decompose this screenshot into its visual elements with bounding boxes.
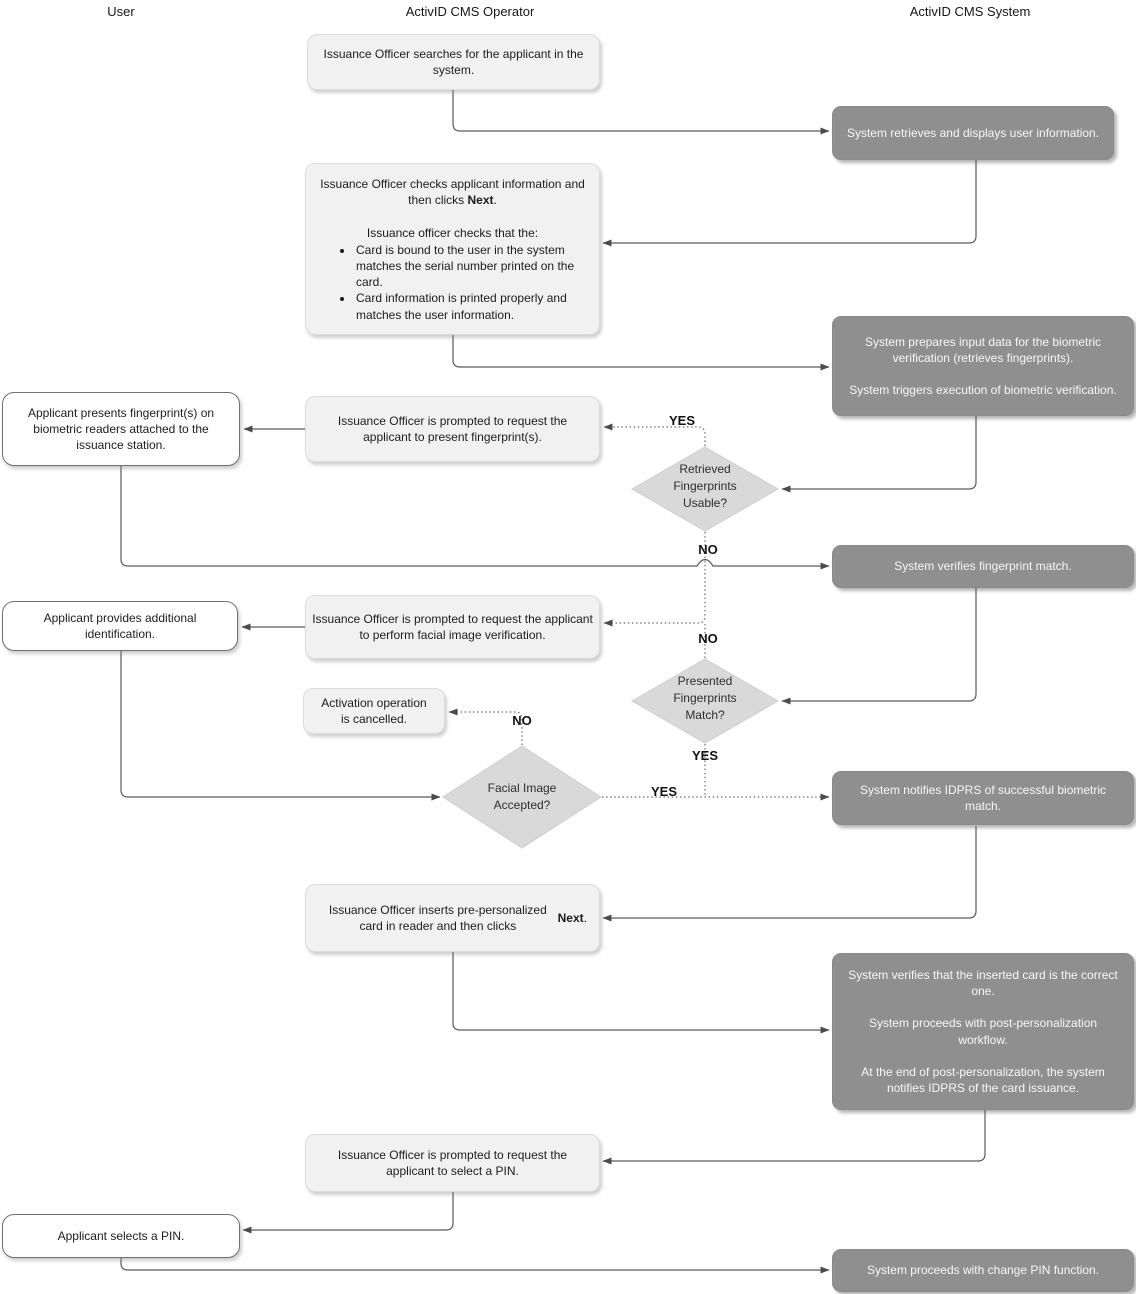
op-check-bullet: Card information is printed properly and… [354, 290, 581, 322]
node-sys-change-pin: System proceeds with change PIN function… [832, 1249, 1134, 1292]
connector-facial-no [448, 708, 523, 745]
decision-facial-accepted-label: Facial Image Accepted? [487, 781, 557, 812]
op-check-para1: Issuance Officer checks applicant inform… [320, 177, 585, 208]
node-op-search: Issuance Officer searches for the applic… [307, 34, 600, 90]
connector-select-pin-to-change-pin [120, 1258, 830, 1274]
node-op-prompt-facial: Issuance Officer is prompted to request … [305, 595, 600, 659]
edge-label-retrieved-yes: YES [668, 413, 695, 428]
node-op-prompt-fingerprint: Issuance Officer is prompted to request … [305, 396, 600, 462]
sys-prepare-para2: System triggers execution of biometric v… [849, 383, 1117, 398]
lane-header-system: ActivID CMS System [909, 4, 1031, 19]
decision-presented-match-label: Presented Fingerprints Match? [673, 674, 737, 722]
node-user-fingerprint: Applicant presents fingerprint(s) on bio… [2, 392, 240, 466]
connector-fingerprint-to-verify-match [120, 466, 830, 570]
node-sys-postperso: System verifies that the inserted card i… [832, 953, 1134, 1110]
node-op-check: Issuance Officer checks applicant inform… [305, 163, 600, 335]
connector-postperso-to-prompt-pin [602, 1110, 986, 1165]
lane-header-user: User [107, 4, 135, 19]
connector-additional-id-to-facial-accepted [120, 651, 441, 801]
connector-notify-to-insert-card [602, 826, 977, 922]
node-sys-retrieve: System retrieves and displays user infor… [832, 106, 1114, 160]
connector-verify-to-presented-match [781, 588, 977, 705]
decision-retrieved-usable [630, 446, 780, 532]
connector-insert-card-to-postperso [452, 952, 830, 1034]
node-sys-notify-idprs: System notifies IDPRS of successful biom… [832, 771, 1134, 825]
decision-facial-accepted [442, 745, 602, 849]
edge-label-facial-yes: YES [650, 784, 677, 799]
node-op-insert-card: Issuance Officer inserts pre-personalize… [305, 884, 600, 952]
decision-presented-match [630, 658, 780, 744]
sys-postperso-para1: System verifies that the inserted card i… [848, 968, 1118, 999]
sys-postperso-para3: At the end of post-personalization, the … [861, 1064, 1105, 1095]
edge-label-presented-yes: YES [691, 748, 718, 763]
connector-retrieved-no [603, 532, 706, 627]
node-sys-verify-match: System verifies fingerprint match. [832, 545, 1134, 588]
node-user-select-pin: Applicant selects a PIN. [2, 1214, 240, 1258]
op-check-bullet: Card is bound to the user in the system … [354, 242, 581, 290]
connector-retrieved-yes [603, 423, 706, 446]
node-sys-prepare: System prepares input data for the biome… [832, 316, 1134, 416]
connector-search-to-retrieve [452, 90, 830, 135]
node-op-prompt-pin: Issuance Officer is prompted to request … [305, 1134, 600, 1192]
node-user-additional-id: Applicant provides additional identifica… [2, 601, 238, 651]
connector-check-to-prepare [452, 335, 830, 371]
op-check-para2: Issuance officer checks that the: [366, 226, 539, 241]
op-check-bullet-list: Card is bound to the user in the system … [320, 242, 585, 322]
lane-header-operator: ActivID CMS Operator [405, 4, 535, 19]
sys-prepare-para1: System prepares input data for the biome… [864, 334, 1102, 365]
connector-retrieve-to-check [602, 160, 977, 247]
edge-label-retrieved-no: NO [698, 542, 718, 557]
edge-label-facial-no: NO [512, 713, 532, 728]
connector-prompt-pin-to-select-pin [242, 1192, 454, 1234]
sys-postperso-para2: System proceeds with post-personalizatio… [868, 1016, 1098, 1047]
edge-label-presented-no: NO [698, 631, 718, 646]
connector-prepare-to-retrieved-usable [781, 416, 977, 493]
decision-retrieved-usable-label: Retrieved Fingerprints Usable? [673, 462, 737, 510]
node-op-cancelled: Activation operation is cancelled. [303, 688, 445, 734]
